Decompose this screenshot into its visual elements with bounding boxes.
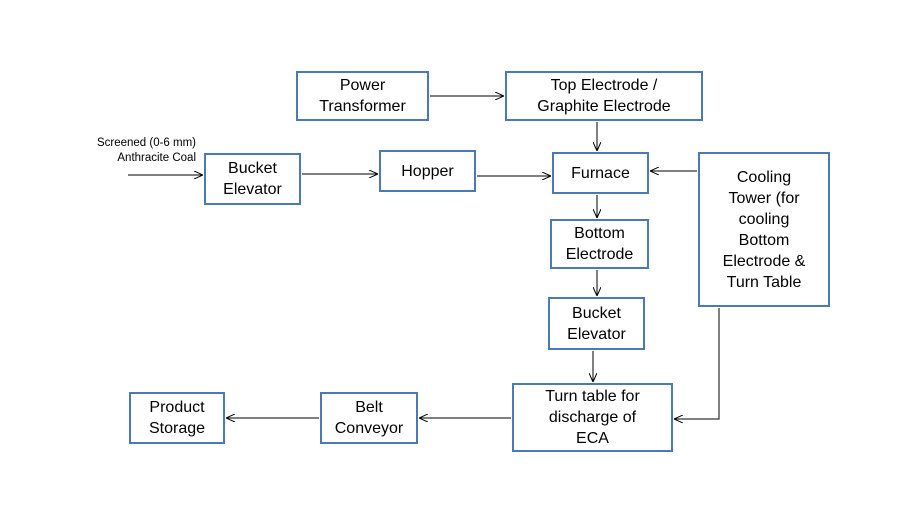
power-transformer-box: Power Transformer — [296, 71, 429, 121]
cooling-tower-box: Cooling Tower (for cooling Bottom Electr… — [698, 152, 830, 307]
turn-table-box: Turn table for discharge of ECA — [512, 383, 673, 452]
hopper-box: Hopper — [379, 150, 476, 192]
product-storage-box: Product Storage — [129, 392, 225, 444]
bucket-elevator-2-box: Bucket Elevator — [548, 297, 645, 350]
top-electrode-box: Top Electrode / Graphite Electrode — [505, 71, 703, 121]
furnace-box: Furnace — [552, 152, 649, 194]
bottom-electrode-box: Bottom Electrode — [550, 219, 649, 269]
bucket-elevator-box: Bucket Elevator — [204, 153, 301, 205]
arrow-cooling-tower-to-turn-table — [675, 308, 720, 419]
belt-conveyor-box: Belt Conveyor — [320, 392, 418, 444]
input-label: Screened (0-6 mm) Anthracite Coal — [96, 137, 196, 164]
